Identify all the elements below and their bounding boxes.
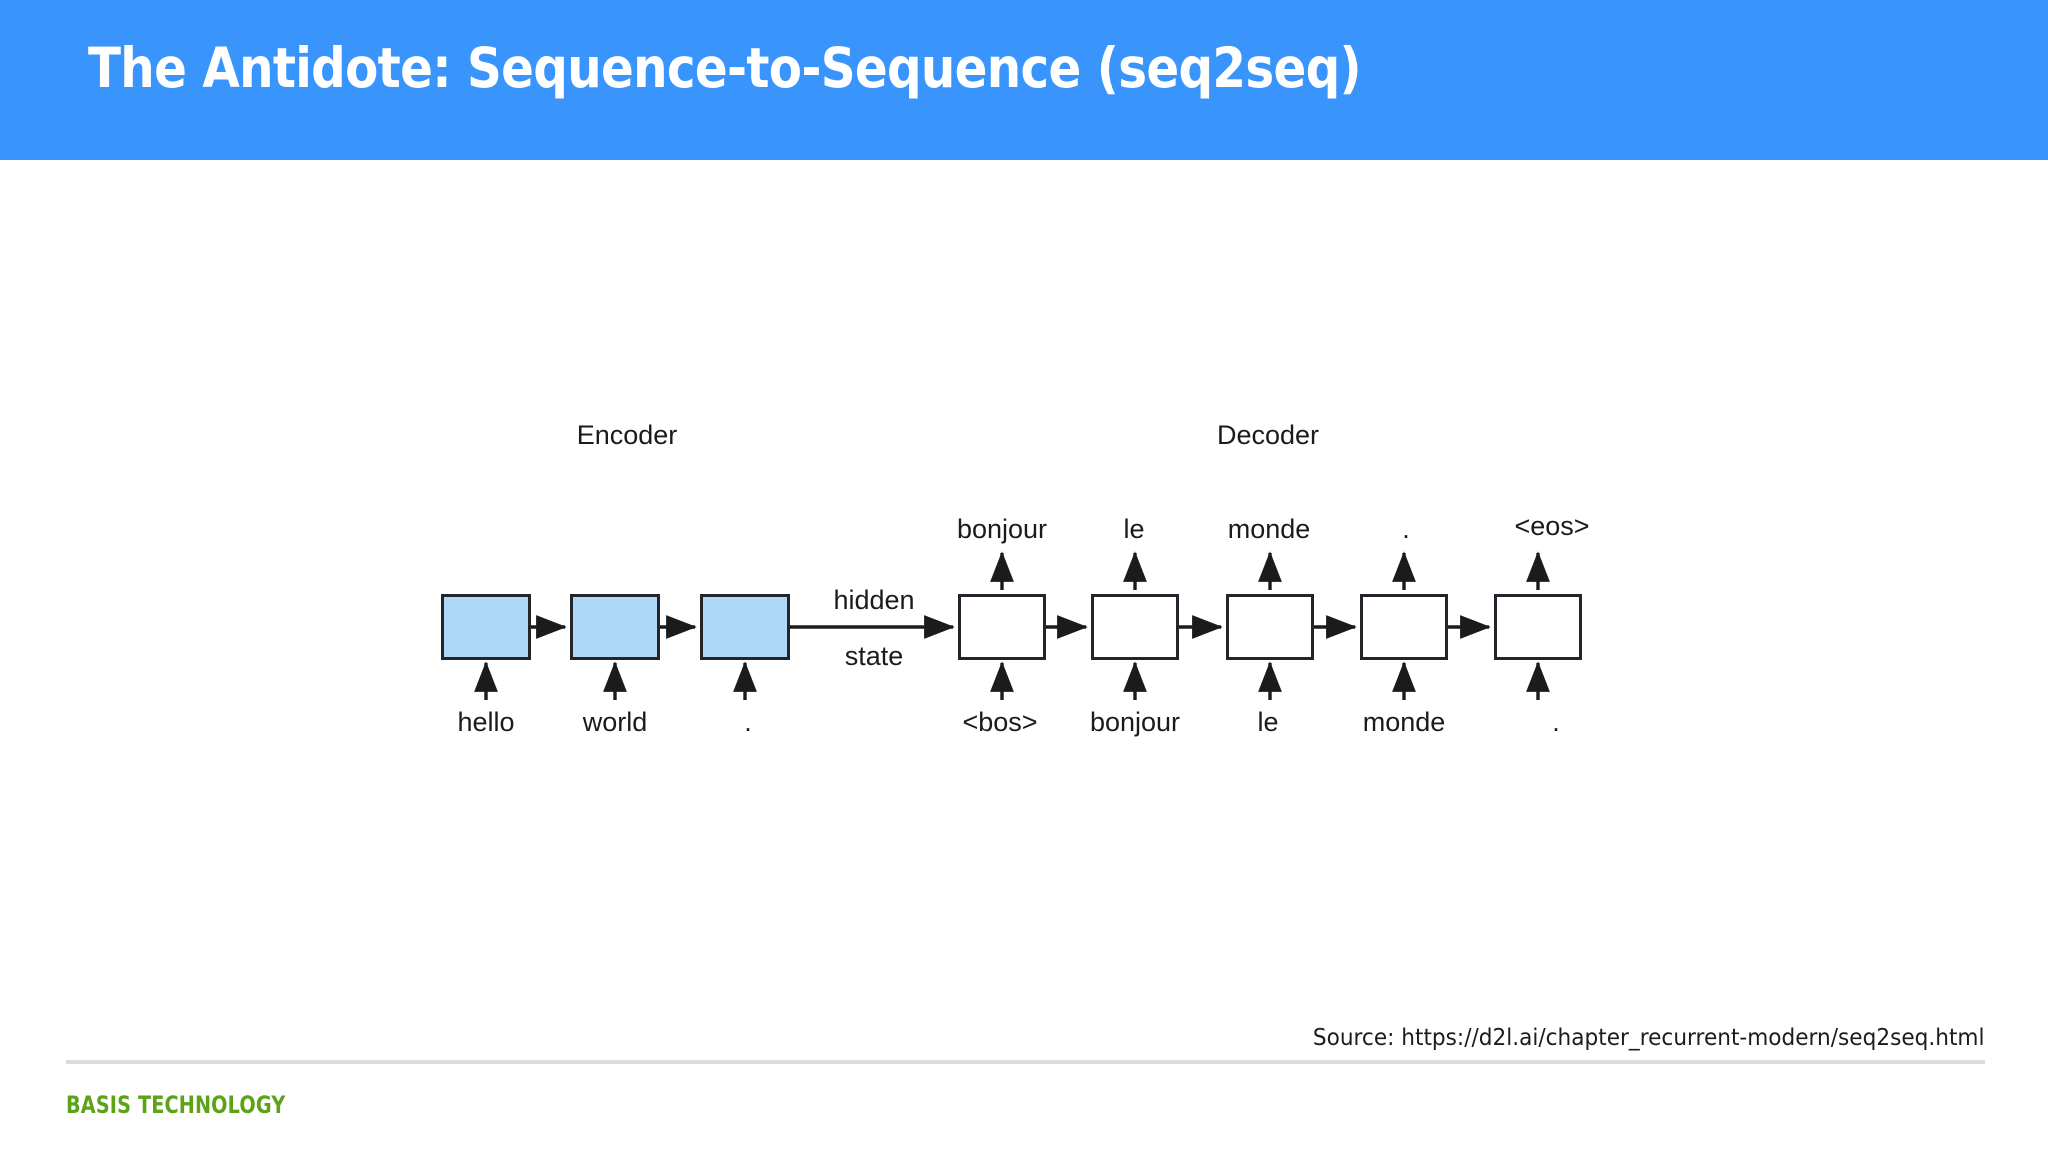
decoder-section-label: Decoder: [1216, 420, 1320, 450]
seq2seq-diagram: Encoder Decoder: [441, 420, 1590, 737]
hidden-state-label-bottom: state: [844, 641, 904, 671]
decoder-input-1: <bos>: [962, 707, 1038, 737]
decoder-input-5: .: [1552, 707, 1560, 737]
page-title: The Antidote: Sequence-to-Sequence (seq2…: [88, 36, 1362, 100]
encoder-cell-3: [700, 594, 790, 660]
encoder-cell-1: [441, 594, 531, 660]
decoder-output-3: monde: [1227, 514, 1311, 544]
slide-header-band: [0, 0, 2048, 160]
decoder-output-1: bonjour: [956, 514, 1048, 544]
source-citation: Source: https://d2l.ai/chapter_recurrent…: [1312, 1025, 1984, 1051]
decoder-cell-4: [1360, 594, 1448, 660]
encoder-input-1: hello: [457, 707, 515, 737]
encoder-cell-2: [570, 594, 660, 660]
encoder-input-2: world: [582, 707, 648, 737]
diagram-arrows: [474, 551, 1550, 700]
decoder-cell-2: [1091, 594, 1179, 660]
decoder-output-5: <eos>: [1514, 511, 1590, 541]
hidden-state-label-top: hidden: [833, 585, 915, 615]
footer-logo: BASIS TECHNOLOGY: [66, 1091, 286, 1119]
decoder-output-2: le: [1123, 514, 1145, 544]
decoder-input-4: monde: [1362, 707, 1446, 737]
decoder-cell-1: [958, 594, 1046, 660]
footer-divider: [66, 1060, 1985, 1064]
decoder-input-2: bonjour: [1089, 707, 1181, 737]
decoder-output-4: .: [1402, 514, 1410, 544]
encoder-input-3: .: [744, 707, 752, 737]
decoder-cell-5: [1494, 594, 1582, 660]
decoder-input-3: le: [1257, 707, 1279, 737]
decoder-cell-3: [1226, 594, 1314, 660]
encoder-section-label: Encoder: [576, 420, 678, 450]
